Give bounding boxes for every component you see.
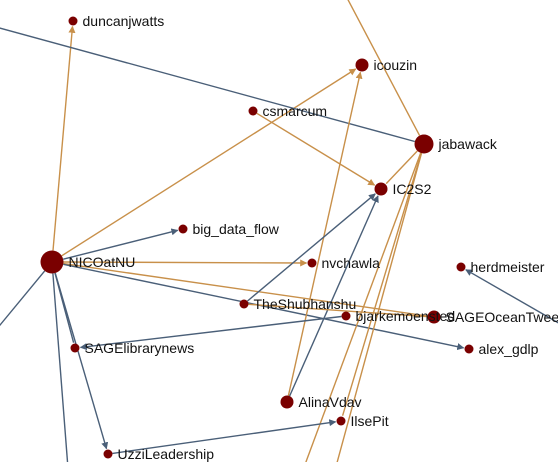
edge-UzziLeadership-to-IlsePit bbox=[112, 419, 337, 455]
edge-jabawack-to-offscreen-top bbox=[347, 0, 421, 136]
node-label-TheShubhanshu: TheShubhanshu bbox=[254, 296, 357, 312]
node-label-herdmeister: herdmeister bbox=[471, 259, 545, 275]
node-SAGElibrarynews[interactable] bbox=[70, 343, 80, 353]
node-label-SAGElibrarynews: SAGElibrarynews bbox=[85, 340, 195, 356]
node-label-big_data_flow: big_data_flow bbox=[193, 221, 280, 237]
node-IC2S2[interactable] bbox=[374, 182, 388, 196]
node-NICOatNU[interactable] bbox=[40, 250, 64, 274]
edge-jabawack-to-offscreen-left-top bbox=[0, 27, 415, 143]
node-TheShubhanshu[interactable] bbox=[239, 299, 249, 309]
node-label-nvchawla: nvchawla bbox=[322, 255, 381, 271]
node-bjarkemoensted[interactable] bbox=[341, 311, 351, 321]
edge-bjarkemoensted-to-SAGElibrarynews bbox=[79, 315, 342, 351]
node-label-NICOatNU: NICOatNU bbox=[69, 254, 136, 270]
edge-AlinaVdav-to-icouzin bbox=[287, 71, 363, 396]
node-label-csmarcum: csmarcum bbox=[263, 103, 328, 119]
edge-jabawack-to-offscreen-bottom-b bbox=[336, 153, 423, 462]
node-label-jabawack: jabawack bbox=[438, 136, 498, 152]
node-label-alex_gdlp: alex_gdlp bbox=[479, 341, 539, 357]
edge-NICOatNU-to-alex_gdlp bbox=[63, 263, 465, 351]
node-icouzin[interactable] bbox=[355, 58, 369, 72]
edge-NICOatNU-to-duncanjwatts bbox=[52, 25, 76, 251]
node-AlinaVdav[interactable] bbox=[280, 395, 294, 409]
edge-NICOatNU-to-offscreen-left-bottom bbox=[52, 273, 69, 462]
edge-NICOatNU-to-icouzin bbox=[61, 68, 357, 257]
edge-TheShubhanshu-to-IC2S2 bbox=[246, 193, 376, 302]
edge-jabawack-to-IlsePit bbox=[341, 152, 422, 416]
node-label-duncanjwatts: duncanjwatts bbox=[83, 13, 165, 29]
node-big_data_flow[interactable] bbox=[178, 224, 188, 234]
edge-TheShubhanshu-to-SAGEOceanTweets bbox=[248, 303, 427, 318]
edge-jabawack-to-IC2S2 bbox=[385, 150, 418, 185]
edge-NICOatNU-to-SAGEOceanTweets bbox=[63, 262, 427, 317]
node-label-bjarkemoensted: bjarkemoensted bbox=[356, 308, 456, 324]
node-jabawack[interactable] bbox=[414, 134, 434, 154]
edge-jabawack-to-offscreen-bottom-a bbox=[305, 152, 422, 462]
node-label-IC2S2: IC2S2 bbox=[393, 181, 432, 197]
node-label-UzziLeadership: UzziLeadership bbox=[118, 446, 215, 462]
edge-NICOatNU-to-big_data_flow bbox=[63, 228, 179, 260]
node-alex_gdlp[interactable] bbox=[464, 344, 474, 354]
edge-csmarcum-to-IC2S2 bbox=[256, 112, 376, 186]
node-SAGEOceanTweets[interactable] bbox=[427, 310, 441, 324]
node-label-SAGEOceanTweets: SAGEOceanTweets bbox=[446, 309, 558, 325]
node-label-icouzin: icouzin bbox=[374, 57, 418, 73]
nodes-layer bbox=[40, 16, 474, 459]
edge-NICOatNU-to-UzziLeadership bbox=[54, 272, 109, 450]
edge-NICOatNU-to-offscreen-left bbox=[0, 270, 46, 327]
node-IlsePit[interactable] bbox=[336, 416, 346, 426]
node-label-AlinaVdav: AlinaVdav bbox=[299, 394, 362, 410]
edge-offscreen-right-to-herdmeister bbox=[465, 269, 558, 324]
node-duncanjwatts[interactable] bbox=[68, 16, 78, 26]
edge-AlinaVdav-to-IC2S2 bbox=[288, 195, 379, 397]
node-label-IlsePit: IlsePit bbox=[351, 413, 389, 429]
edge-NICOatNU-to-nvchawla bbox=[63, 259, 308, 267]
node-nvchawla[interactable] bbox=[307, 258, 317, 268]
node-csmarcum[interactable] bbox=[248, 106, 258, 116]
node-herdmeister[interactable] bbox=[456, 262, 466, 272]
node-UzziLeadership[interactable] bbox=[103, 449, 113, 459]
edge-NICOatNU-to-SAGElibrarynews bbox=[54, 272, 75, 343]
labels-layer: duncanjwatts icouzin csmarcum jabawackIC2S2… bbox=[69, 13, 558, 462]
